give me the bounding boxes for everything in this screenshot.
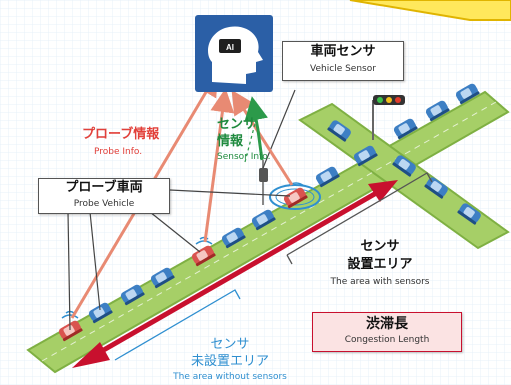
- vehicle-sensor-pole-icon: [259, 89, 296, 205]
- ai-head-icon: [195, 15, 273, 92]
- congestion-length-jp: 渋滞長: [366, 316, 408, 332]
- sensor-info-jp-line1: センサ: [217, 117, 257, 132]
- congestion-length-en: Congestion Length: [344, 335, 430, 345]
- area-without-sensors-jp-line1: センサ: [210, 337, 250, 352]
- sensor-info-en: Sensor Info.: [217, 152, 271, 162]
- area-with-sensors-jp-line2: 設置エリア: [347, 257, 413, 272]
- vehicle-sensor-jp: 車両センサ: [310, 44, 376, 59]
- probe-vehicle-jp: プローブ車両: [65, 180, 143, 195]
- callout-shape: [349, 0, 511, 21]
- probe-vehicle-label-box: プローブ車両 Probe Vehicle: [38, 178, 170, 214]
- probe-info-en: Probe Info.: [94, 147, 143, 157]
- congestion-length-arrow: [72, 180, 398, 368]
- area-with-sensors-en: The area with sensors: [330, 277, 430, 287]
- sensor-info-arrow: [244, 96, 268, 161]
- ai-chip-label: AI: [226, 43, 234, 52]
- area-without-sensors-jp-line2: 未設置エリア: [190, 354, 269, 369]
- probe-vehicle-en: Probe Vehicle: [73, 199, 135, 209]
- probe-vehicle-pointers: [67, 189, 291, 331]
- vehicle-sensor-label-box: 車両センサ Vehicle Sensor: [282, 41, 404, 81]
- sensor-area-bracket: [286, 172, 433, 256]
- probe-info-jp: プローブ情報: [82, 127, 160, 142]
- sensor-detection-ring: [269, 184, 321, 210]
- area-with-sensors-jp-line1: センサ: [360, 239, 400, 254]
- congestion-length-box: 渋滞長 Congestion Length: [312, 312, 462, 352]
- sensor-info-jp-line2: 情報: [217, 134, 244, 149]
- area-without-sensors-en: The area without sensors: [173, 372, 287, 382]
- vehicle-sensor-en: Vehicle Sensor: [310, 64, 376, 74]
- no-sensor-area-bracket: [114, 289, 241, 361]
- cross-road: [298, 102, 510, 250]
- traffic-light-icon: [372, 95, 405, 140]
